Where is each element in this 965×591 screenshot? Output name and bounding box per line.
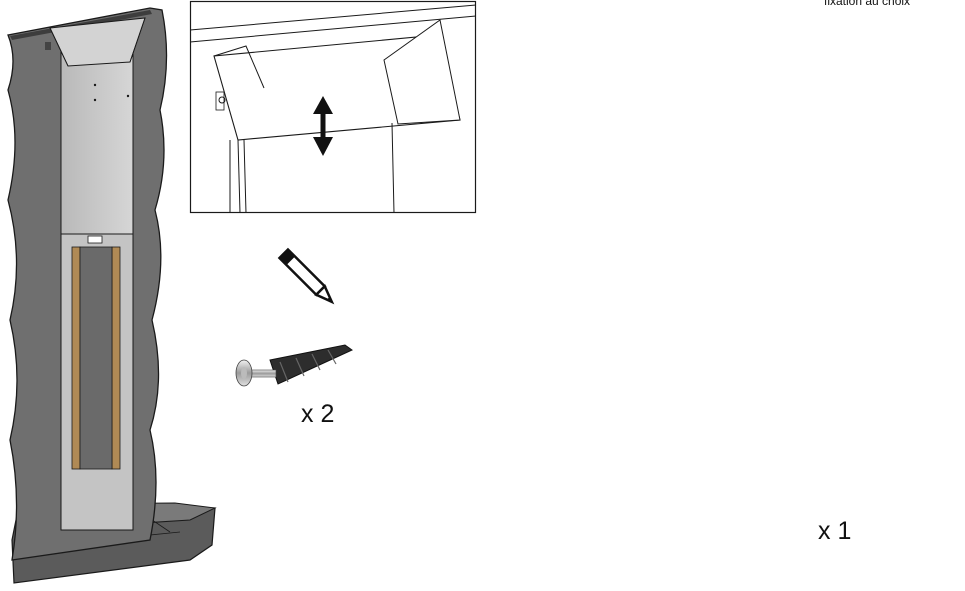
pencil-icon: [277, 247, 335, 305]
wall-plug-icon: [235, 344, 353, 387]
step1-quantity-label: x 2: [301, 400, 335, 428]
left-wood-strip-right: [111, 246, 121, 470]
step2-quantity-label: x 1: [818, 517, 852, 545]
left-cabinet-assembly: [7, 7, 217, 584]
detail-hopper-frame: [189, 0, 477, 214]
double-arrow-icon: [313, 96, 333, 156]
left-column-upper: [60, 47, 134, 235]
left-wood-strip-left: [71, 246, 81, 470]
fixing-callout-text: fixation au choix: [824, 0, 911, 8]
detail-hopper-adjust: [190, 1, 476, 213]
